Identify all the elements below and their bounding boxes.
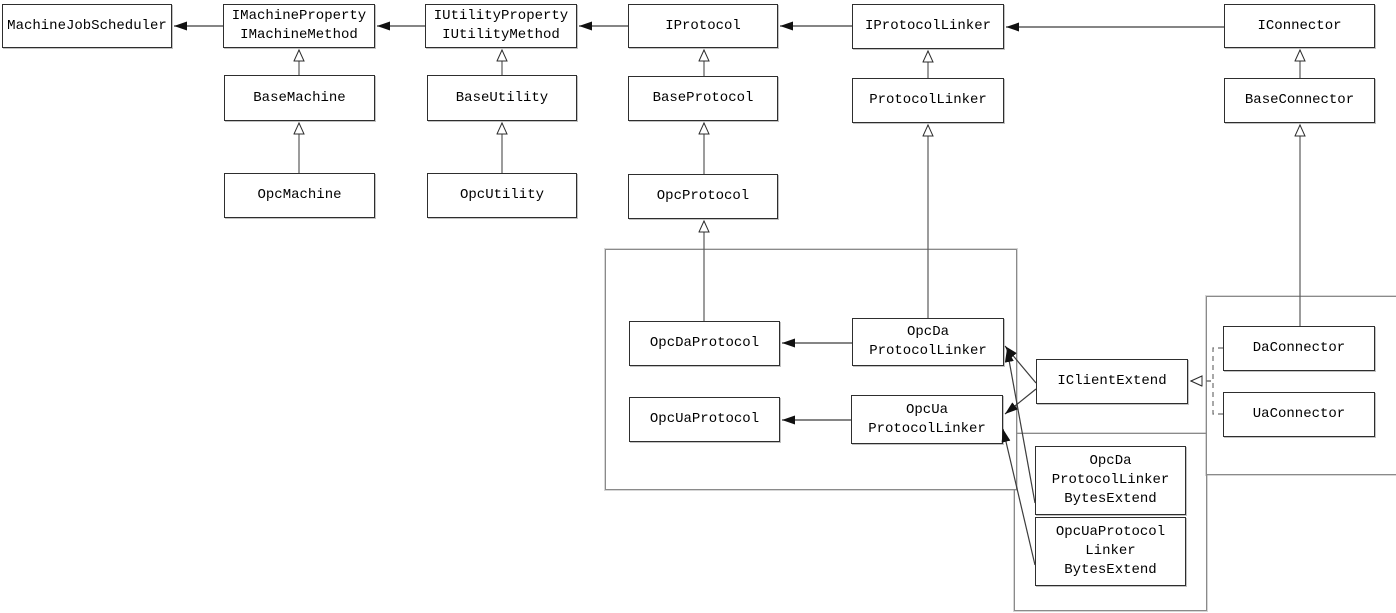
class-box-opc-machine: OpcMachine [224,173,375,218]
class-label-i-machine-property-method: IMachineProperty IMachineMethod [231,8,367,43]
class-label-base-utility: BaseUtility [455,89,549,106]
class-label-opc-ua-protocol-linker-bytes-extend: OpcUaProtocol Linker BytesExtend [1055,524,1166,578]
class-box-base-utility: BaseUtility [427,75,577,121]
class-box-protocol-linker: ProtocolLinker [852,78,1004,123]
class-label-opc-ua-protocol-linker: OpcUa ProtocolLinker [868,401,986,437]
class-label-machine-job-scheduler: MachineJobScheduler [7,17,167,34]
class-label-base-protocol: BaseProtocol [652,90,754,106]
class-label-opc-da-protocol: OpcDaProtocol [649,335,760,351]
class-box-i-protocol: IProtocol [628,4,778,48]
class-box-i-connector: IConnector [1224,4,1375,48]
class-box-base-machine: BaseMachine [224,75,375,121]
class-box-i-protocol-linker: IProtocolLinker [852,4,1004,49]
class-label-opc-ua-protocol: OpcUaProtocol [649,411,760,427]
class-box-i-machine-property-method: IMachineProperty IMachineMethod [223,4,375,48]
class-box-opc-ua-protocol-linker: OpcUa ProtocolLinker [851,395,1003,444]
class-label-opc-utility: OpcUtility [459,187,544,203]
class-box-ua-connector: UaConnector [1223,392,1375,437]
class-box-i-client-extend: IClientExtend [1036,359,1188,404]
class-label-opc-da-protocol-linker-bytes-extend: OpcDa ProtocolLinker BytesExtend [1051,453,1170,507]
class-box-opc-da-protocol: OpcDaProtocol [629,321,780,366]
class-box-opc-ua-protocol-linker-bytes-extend: OpcUaProtocol Linker BytesExtend [1035,517,1186,586]
class-label-i-protocol-linker: IProtocolLinker [864,18,992,34]
class-label-protocol-linker: ProtocolLinker [869,92,987,108]
class-box-opc-ua-protocol: OpcUaProtocol [629,397,780,442]
class-label-base-machine: BaseMachine [253,89,346,106]
group-box-connector-group [1206,296,1396,475]
class-label-ua-connector: UaConnector [1252,406,1346,422]
class-box-machine-job-scheduler: MachineJobScheduler [2,4,172,48]
class-box-opc-da-protocol-linker: OpcDa ProtocolLinker [852,318,1004,366]
class-box-base-protocol: BaseProtocol [628,76,778,121]
class-label-opc-da-protocol-linker: OpcDa ProtocolLinker [869,324,987,359]
class-box-base-connector: BaseConnector [1224,78,1375,123]
class-label-i-connector: IConnector [1257,17,1342,34]
class-label-opc-machine: OpcMachine [257,187,342,203]
class-box-opc-da-protocol-linker-bytes-extend: OpcDa ProtocolLinker BytesExtend [1035,446,1186,515]
class-box-opc-utility: OpcUtility [427,173,577,218]
group-box-opc-protocol-group [605,249,1017,490]
class-box-opc-protocol: OpcProtocol [628,174,778,219]
class-box-da-connector: DaConnector [1223,326,1375,371]
class-label-da-connector: DaConnector [1252,340,1346,356]
class-label-i-protocol: IProtocol [665,17,741,34]
class-label-base-connector: BaseConnector [1244,92,1355,108]
class-label-i-utility-property-method: IUtilityProperty IUtilityMethod [433,8,569,43]
class-label-i-client-extend: IClientExtend [1057,373,1167,389]
class-box-i-utility-property-method: IUtilityProperty IUtilityMethod [425,4,577,48]
class-label-opc-protocol: OpcProtocol [656,188,750,204]
